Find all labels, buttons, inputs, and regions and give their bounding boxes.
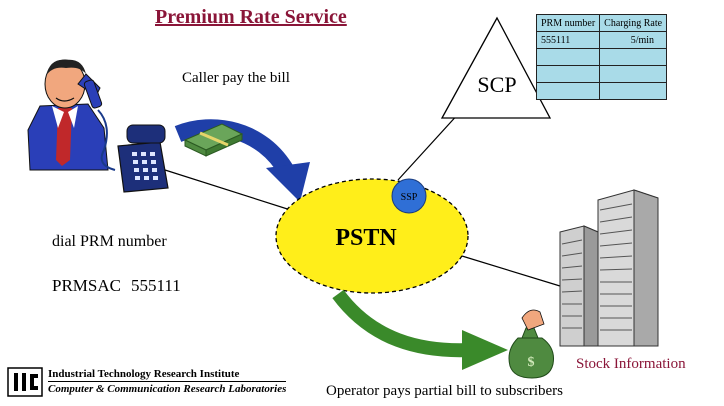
table-cell: 555111 bbox=[535, 31, 601, 49]
prmsac-number: 555111 bbox=[130, 276, 181, 295]
money-bag-icon: $ bbox=[508, 309, 554, 379]
table-cell bbox=[599, 82, 668, 100]
organization-divider bbox=[48, 381, 286, 382]
svg-text:$: $ bbox=[528, 355, 535, 370]
ssp-circle bbox=[391, 178, 427, 214]
table-header-charging-rate: Charging Rate bbox=[599, 14, 668, 32]
table-header-row: PRM number Charging Rate bbox=[535, 14, 668, 32]
green-arrow-head bbox=[462, 330, 508, 370]
telephone-icon bbox=[117, 124, 169, 193]
table-row bbox=[535, 48, 668, 66]
blue-arrow-head bbox=[266, 162, 310, 202]
prmsac-label: PRMSAC 555111 bbox=[52, 276, 191, 296]
itri-logo-icon bbox=[7, 367, 43, 397]
money-bundle-icon bbox=[183, 123, 244, 157]
operator-pays-label: Operator pays partial bill to subscriber… bbox=[326, 383, 564, 399]
charging-rate-table: PRM number Charging Rate 555111 5/min bbox=[535, 14, 668, 100]
dial-prm-label: dial PRM number bbox=[52, 233, 167, 250]
pstn-label: PSTN bbox=[335, 225, 397, 251]
person-on-phone-icon bbox=[27, 59, 116, 171]
table-cell: 5/min bbox=[599, 31, 668, 49]
pstn-to-buildings-line bbox=[461, 255, 561, 287]
table-cell bbox=[599, 65, 668, 83]
scp-triangle bbox=[440, 16, 552, 119]
prmsac-code: PRMSAC bbox=[52, 276, 121, 295]
ssp-label: SSP bbox=[401, 192, 418, 203]
scp-to-pstn-line bbox=[397, 111, 461, 181]
green-arrow bbox=[332, 289, 471, 358]
table-row bbox=[535, 82, 668, 100]
table-cell bbox=[535, 48, 601, 66]
table-cell bbox=[599, 48, 668, 66]
buildings-icon bbox=[559, 189, 659, 347]
table-row bbox=[535, 65, 668, 83]
organization-name: Industrial Technology Research Institute bbox=[48, 368, 240, 380]
table-cell bbox=[535, 82, 601, 100]
scp-label: SCP bbox=[477, 72, 516, 97]
phone-to-pstn-line bbox=[164, 169, 301, 214]
page-title: Premium Rate Service bbox=[155, 6, 347, 28]
caller-pays-label: Caller pay the bill bbox=[182, 70, 290, 86]
table-row: 555111 5/min bbox=[535, 31, 668, 49]
organization-lab: Computer & Communication Research Labora… bbox=[48, 383, 287, 395]
table-header-prm-number: PRM number bbox=[535, 14, 601, 32]
stock-information-label: Stock Information bbox=[576, 356, 686, 372]
table-cell bbox=[535, 65, 601, 83]
